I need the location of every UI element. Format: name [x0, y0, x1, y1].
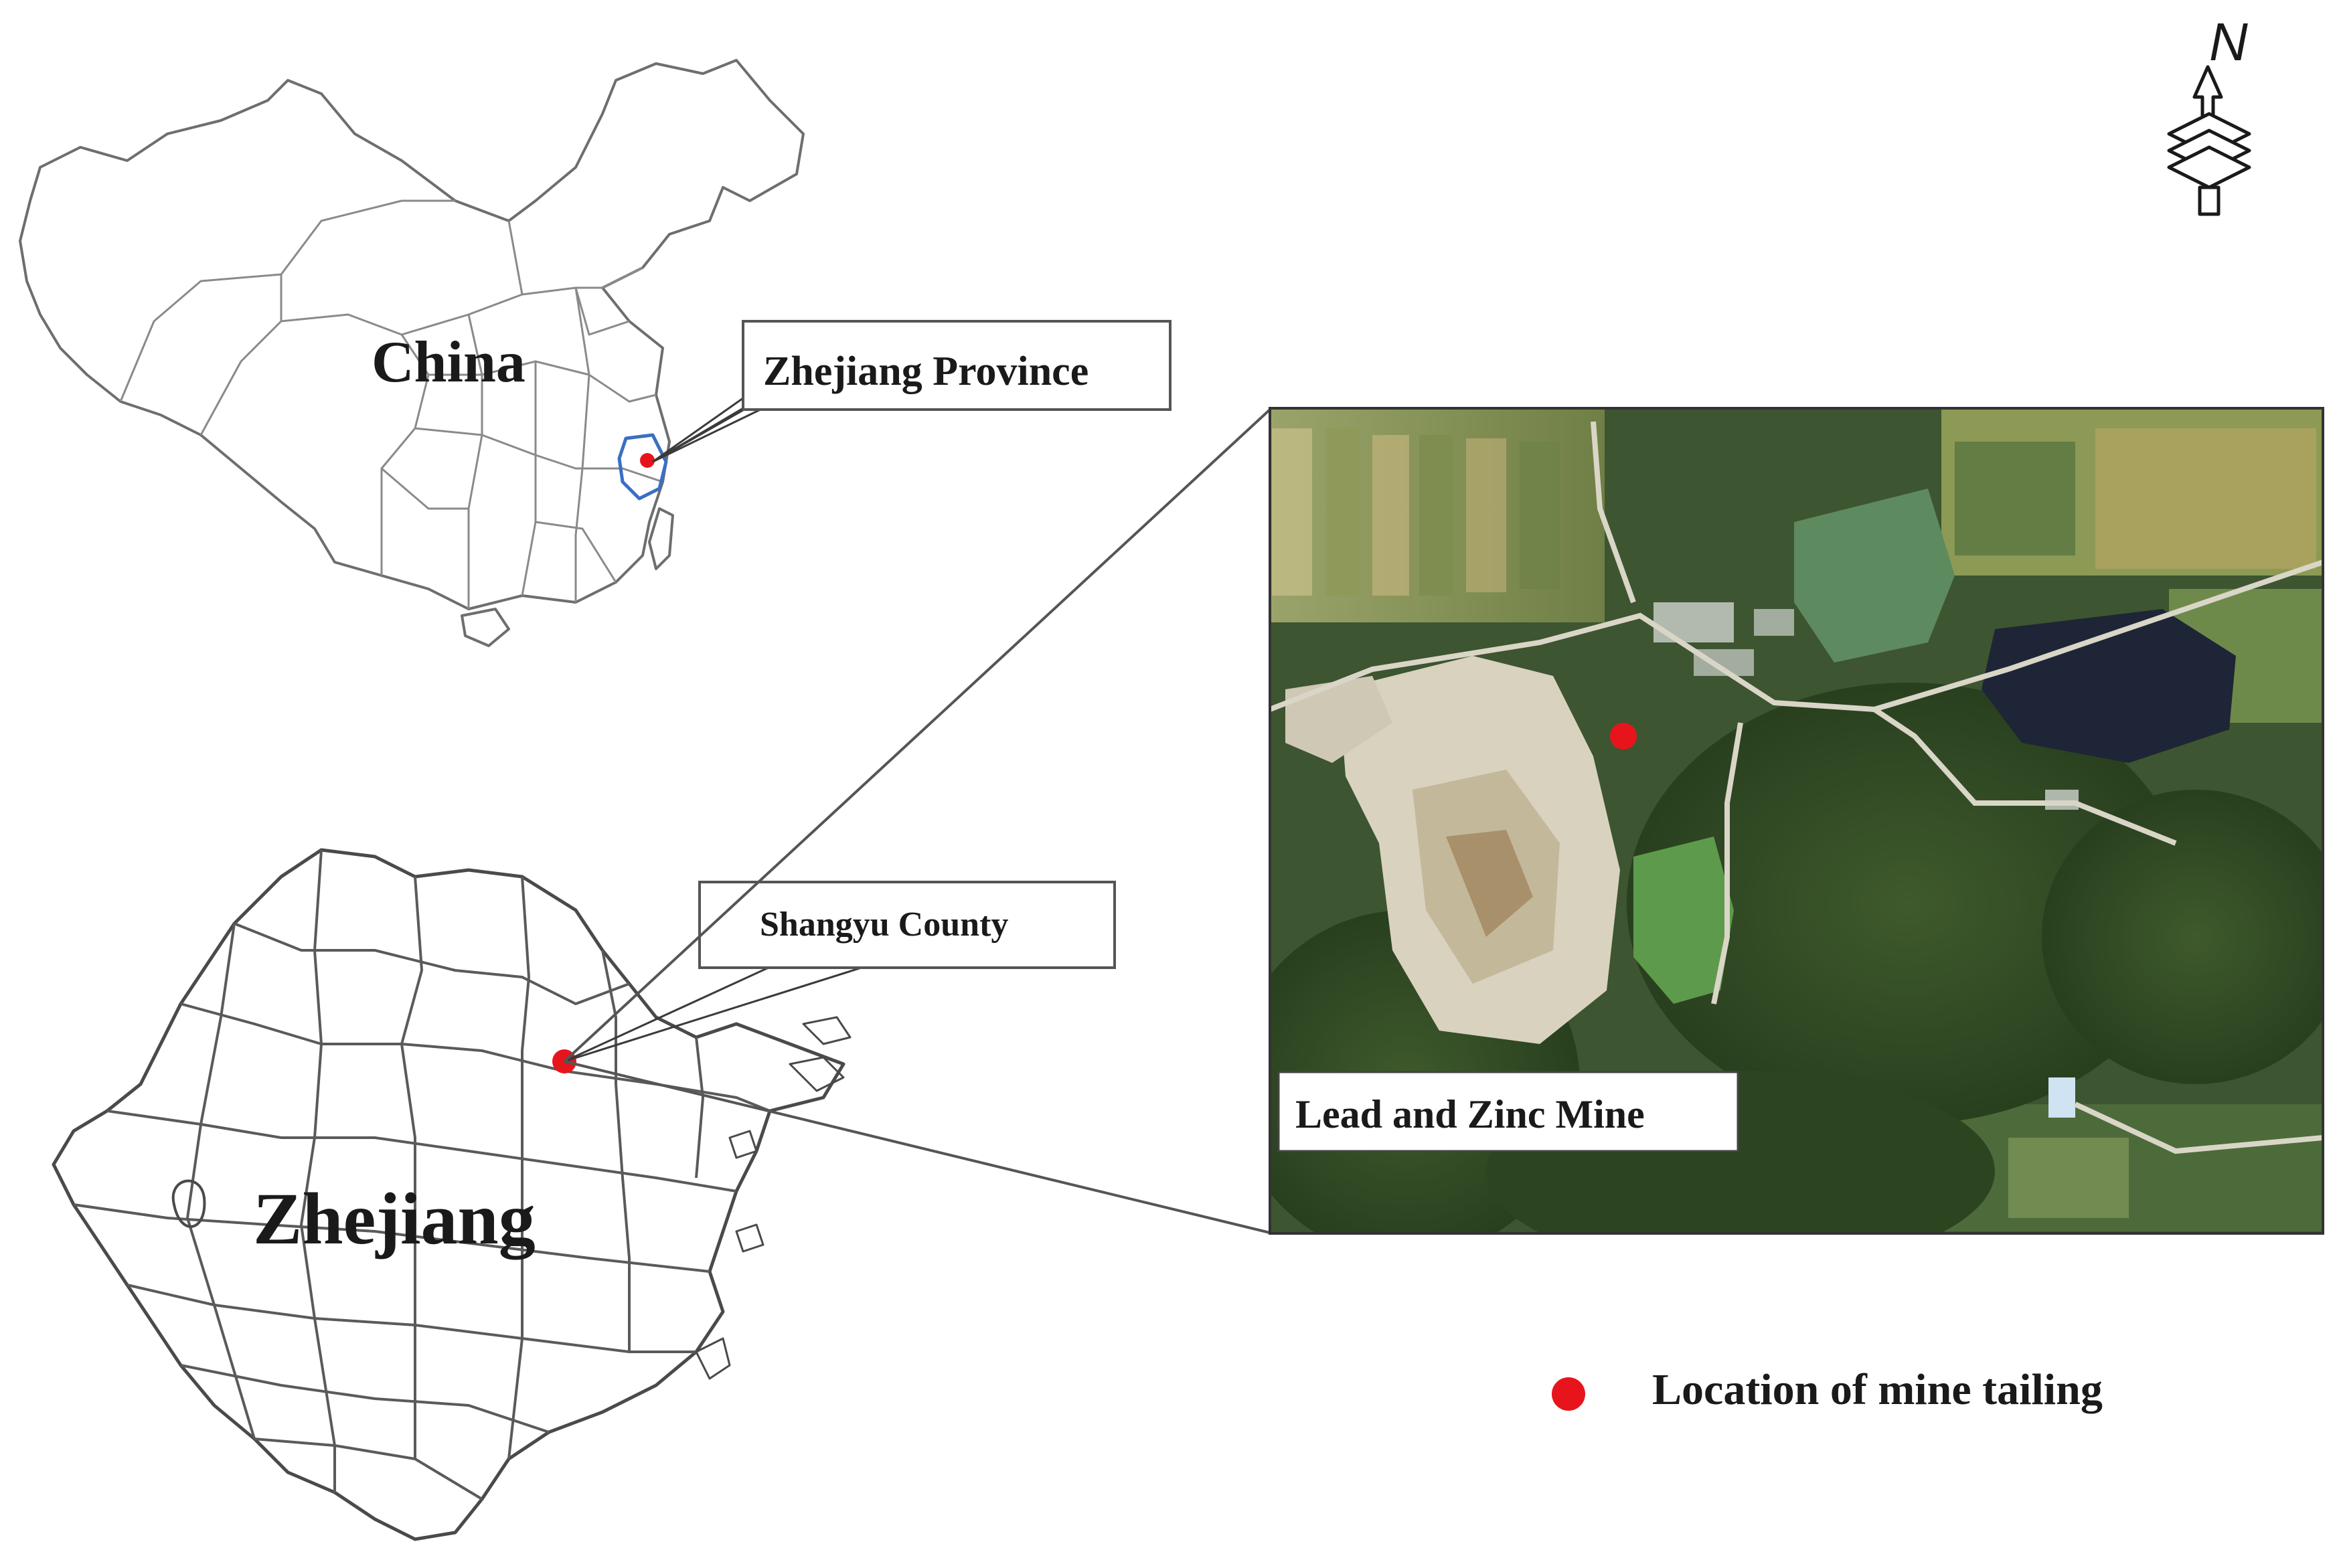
- satellite-frame: [1269, 407, 2324, 1235]
- hainan-island: [461, 608, 510, 647]
- upper-pond: [1794, 489, 1955, 663]
- label-lead-zinc-mine: Lead and Zinc Mine: [1295, 1092, 1645, 1136]
- taiwan-island: [648, 507, 674, 570]
- legend: Location of mine tailing: [1552, 1365, 2103, 1414]
- mine-label-box: [1277, 1071, 1739, 1152]
- mine-tailing-location-marker: [1610, 723, 1637, 750]
- open-pit-quarry: [1285, 656, 1620, 1044]
- zhejiang-county-borders: [73, 849, 771, 1500]
- roads: [1270, 421, 2323, 1154]
- zhejiang-inner-loop: [171, 1179, 206, 1228]
- label-zhejiang-province: Zhejiang Province: [763, 349, 1088, 394]
- legend-label: Location of mine tailing: [1652, 1365, 2103, 1414]
- zhejiang-coastal-islands: [695, 1016, 852, 1380]
- label-zhejiang: Zhejiang: [253, 1178, 536, 1259]
- china-province-borders: [119, 199, 663, 609]
- zoom-connector-lines: [563, 408, 1271, 1234]
- label-shangyu-county: Shangyu County: [760, 905, 1008, 944]
- farm-fields: [1270, 408, 2323, 1231]
- zhejiang-border: [52, 848, 845, 1541]
- callout-box-zhejiang-province: [742, 320, 1172, 411]
- shangyu-county-callout: Shangyu County: [564, 881, 1116, 1063]
- china-zhejiang-marker: [640, 453, 655, 468]
- reservoir: [1982, 609, 2236, 763]
- zhejiang-highlight-region: [617, 433, 668, 501]
- label-china: China: [372, 330, 526, 395]
- satellite-image-inset: Lead and Zinc Mine: [1269, 407, 2324, 1235]
- callout-box-shangyu-county: [698, 881, 1116, 969]
- legend-marker: [1552, 1377, 1585, 1411]
- green-pond: [1633, 837, 1734, 1004]
- zhejiang-province-callout: Zhejiang Province: [652, 320, 1172, 463]
- china-outline-map: [19, 59, 805, 647]
- north-arrow-icon: N: [2167, 12, 2251, 216]
- north-label: N: [2209, 12, 2248, 72]
- zhejiang-outline-map: [52, 848, 852, 1541]
